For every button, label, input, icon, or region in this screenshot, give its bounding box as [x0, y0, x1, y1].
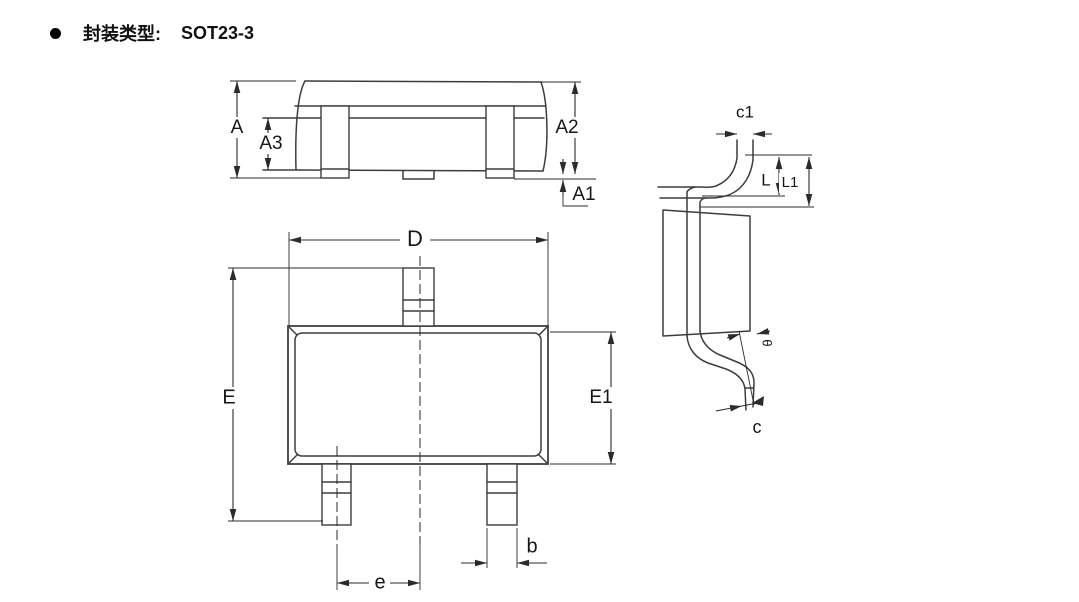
dim-label-theta: θ [760, 339, 775, 346]
side-body-outline [662, 209, 751, 337]
top-body-outer [287, 325, 549, 465]
dim-E: E [218, 267, 403, 522]
dim-label-L1: L1 [782, 174, 799, 191]
top-body-corner-bevels [288, 326, 548, 464]
front-leg-right [485, 105, 515, 179]
dim-D: D [288, 226, 549, 326]
dim-c1: c1 [716, 102, 772, 138]
front-center-tab [402, 170, 435, 180]
dim-label-A3: A3 [259, 133, 282, 154]
dim-e: e [337, 571, 420, 593]
dim-label-L: L [761, 170, 770, 189]
dim-theta: θ [726, 328, 775, 406]
bullet-icon [50, 27, 61, 39]
dim-b: b [461, 528, 547, 568]
dim-A2: A2 [541, 81, 582, 174]
dim-label-c1: c1 [736, 102, 754, 121]
front-body-outline [262, 80, 548, 172]
dim-label-A: A [231, 117, 244, 138]
dim-c: c [715, 396, 764, 437]
top-view: D E E1 e [218, 226, 617, 593]
dim-label-A2: A2 [555, 117, 578, 138]
package-type-label: 封装类型: [83, 24, 161, 44]
top-pin-center [402, 267, 435, 327]
dim-L1: L1 [779, 157, 813, 206]
dim-label-b: b [526, 535, 537, 557]
top-body-inner [294, 332, 542, 457]
dim-label-D: D [407, 226, 423, 251]
dim-label-e: e [374, 571, 385, 593]
side-lead-top [657, 139, 754, 337]
dim-A1: A1 [559, 159, 596, 207]
dim-E1: E1 [550, 331, 617, 465]
dim-label-E: E [222, 386, 235, 408]
dim-label-A1: A1 [572, 184, 595, 205]
side-lead-bottom [686, 330, 755, 411]
dim-label-E1: E1 [589, 387, 612, 408]
package-type-header: 封装类型: SOT23-3 [50, 20, 254, 46]
bottom-pin-right [486, 463, 518, 526]
dim-label-c: c [753, 417, 762, 437]
side-view: c1 L L1 θ [657, 102, 814, 437]
front-leg-left [320, 105, 350, 179]
dim-A: A [226, 80, 321, 179]
front-view: A A3 A2 A1 [226, 80, 596, 207]
dim-L: L [757, 157, 783, 195]
package-type-value: SOT23-3 [181, 22, 255, 43]
dim-A3: A3 [256, 118, 286, 170]
